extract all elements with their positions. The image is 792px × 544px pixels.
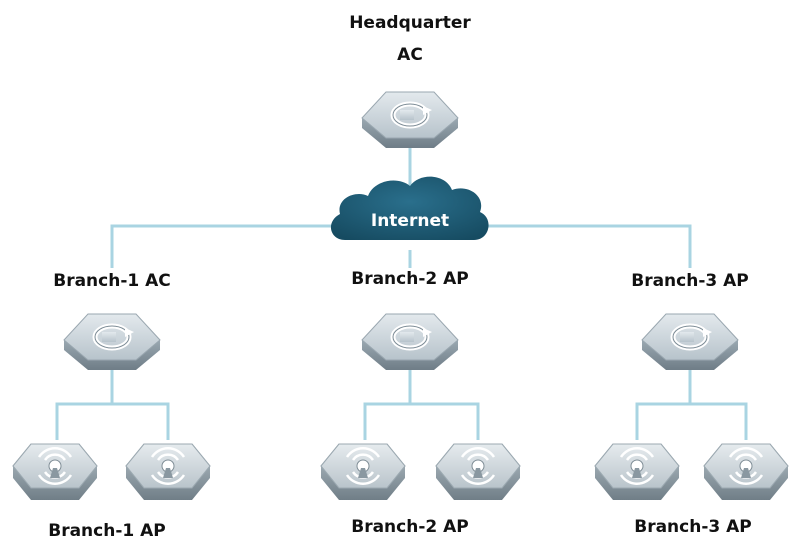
branch1-ap-label: Branch-1 AP xyxy=(48,521,166,541)
branch1-ap-left-icon xyxy=(11,442,99,502)
cloud-label: Internet xyxy=(371,211,449,231)
branch3-controller-icon xyxy=(642,314,738,370)
branch3-ap-bus xyxy=(635,402,748,440)
branch3-device-label: Branch-3 AP xyxy=(631,271,749,291)
branch2-ap-label: Branch-2 AP xyxy=(351,517,469,537)
branch1-controller-icon xyxy=(64,314,160,370)
headquarter-label-line1: Headquarter xyxy=(349,13,471,33)
branch3-ap-label: Branch-3 AP xyxy=(634,517,752,537)
branch3-ap-right-icon xyxy=(702,442,790,502)
backbone-line-right xyxy=(480,224,692,268)
branch2-controller-icon xyxy=(362,314,458,370)
branch1-ap-right-icon xyxy=(124,442,212,502)
branch2-ap-bus xyxy=(363,402,480,440)
headquarter-label-line2: AC xyxy=(397,45,423,65)
branch2-ap-right-icon xyxy=(434,442,522,502)
branch1-ap-bus xyxy=(55,402,170,440)
branch2-ap-left-icon xyxy=(319,442,407,502)
branch3-ap-left-icon xyxy=(593,442,681,502)
connection-lines xyxy=(55,140,748,440)
branch2-device-label: Branch-2 AP xyxy=(351,269,469,289)
internet-cloud-icon: Internet xyxy=(330,176,489,240)
backbone-line-left xyxy=(110,224,340,268)
headquarter-controller-icon xyxy=(362,92,458,148)
branch1-device-label: Branch-1 AC xyxy=(53,271,171,291)
